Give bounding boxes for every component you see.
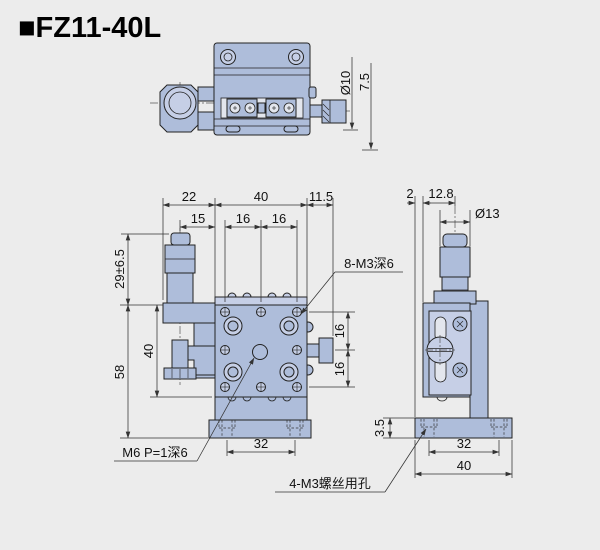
side-base: [414, 417, 513, 439]
dim-knob-diameter-side: Ø13: [475, 206, 500, 221]
label-4-m3: 4-M3螺丝用孔: [275, 428, 427, 493]
dim-hole-pitch-bottom: 16: [332, 362, 347, 376]
m6-center-hole: [252, 344, 268, 360]
top-view: Ø10 7.5: [150, 42, 378, 151]
front-lock-bracket: [162, 302, 216, 380]
dim-mic-offset: 15: [191, 211, 205, 226]
front-dimension-base: 32: [226, 436, 296, 456]
label-8-m3: 8-M3深6: [300, 256, 403, 315]
dim-knob-offset: 11.5: [309, 189, 333, 204]
drawing-title: ■FZ11-40L: [18, 12, 162, 44]
dim-knob-length: 7.5: [357, 73, 372, 91]
dim-base-step: 3.5: [372, 419, 387, 437]
front-dimensions-right: 16 16: [309, 311, 355, 388]
side-dimensions-base: 32 40: [414, 436, 513, 478]
svg-text:M6 P=1深6: M6 P=1深6: [122, 445, 187, 460]
front-right-knob: [306, 337, 334, 364]
label-m6: M6 P=1深6: [114, 357, 255, 462]
side-dimension-step: 3.5: [372, 417, 415, 439]
front-dimensions-left: 29±6.5 58 40: [112, 233, 212, 439]
side-micrometer: [433, 206, 477, 310]
dim-hole-pitch-left: 16: [236, 211, 250, 226]
side-dimension-knob: Ø13: [439, 206, 500, 246]
svg-text:4-M3螺丝用孔: 4-M3螺丝用孔: [289, 476, 371, 491]
side-dimensions-top: 2 12.8: [406, 186, 456, 417]
dim-base-width: 40: [457, 458, 471, 473]
dim-total-height: 58: [112, 365, 127, 379]
front-view: 22 40 11.5 15 16 16: [112, 189, 403, 462]
dim-base-hole-span-side: 32: [457, 436, 471, 451]
dim-base-hole-span: 32: [254, 436, 268, 451]
top-lock-assembly: [159, 84, 216, 133]
side-screws: [452, 316, 468, 378]
phillips-screw-icon: [229, 102, 295, 114]
front-base: [208, 396, 312, 439]
dim-hole-pitch-right: 16: [272, 211, 286, 226]
side-view: 2 12.8 Ø13 3.5 32: [275, 186, 513, 493]
dim-left-offset: 22: [182, 189, 196, 204]
svg-text:8-M3深6: 8-M3深6: [344, 256, 394, 271]
dim-knob-diameter: Ø10: [338, 71, 353, 96]
top-adjust-knob: [308, 86, 347, 124]
side-column: [469, 300, 489, 419]
dim-edge-offset: 2: [406, 186, 413, 201]
top-dimensions: Ø10 7.5: [338, 57, 378, 151]
dim-travel-height: 29±6.5: [112, 249, 127, 289]
top-ring-screw-left: [220, 49, 236, 65]
dim-body-height: 40: [141, 344, 156, 358]
dim-body-width: 40: [254, 189, 268, 204]
dim-hole-pitch-top: 16: [332, 324, 347, 338]
top-rail-screws: [220, 97, 304, 119]
counterbore-screws: [223, 316, 299, 382]
m3-holes: [220, 307, 302, 392]
front-dimensions-top: 22 40 11.5 15 16 16: [162, 189, 334, 336]
dim-mic-center-offset: 12.8: [428, 186, 453, 201]
side-lock-knob: [425, 335, 455, 365]
top-ring-screw-right: [288, 49, 304, 65]
